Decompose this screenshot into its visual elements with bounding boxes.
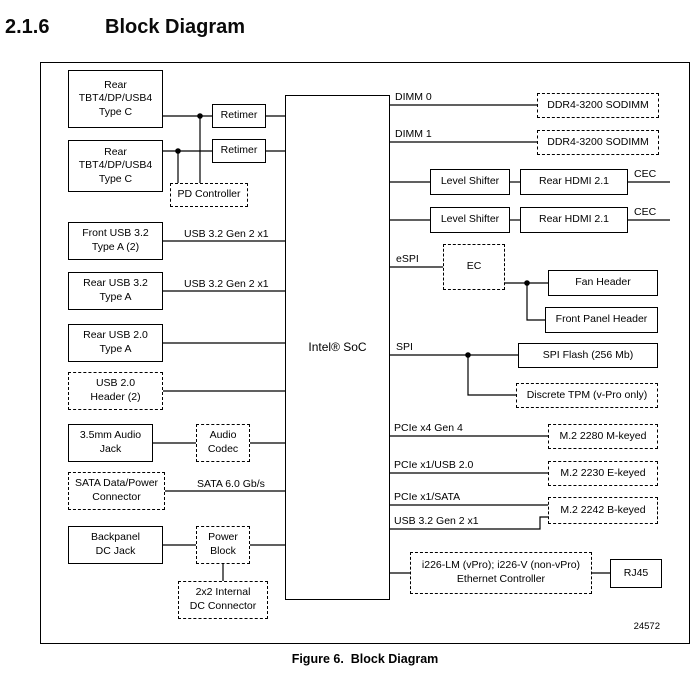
block-spi-flash: SPI Flash (256 Mb) xyxy=(518,343,658,368)
block-discrete-tpm: Discrete TPM (v-Pro only) xyxy=(516,383,658,408)
block-rear-usb20: Rear USB 2.0 Type A xyxy=(68,324,163,362)
wire-label-pcie-x1-usb: PCIe x1/USB 2.0 xyxy=(394,459,474,471)
wire-label-cec-2: CEC xyxy=(634,206,657,218)
block-power-block: Power Block xyxy=(196,526,250,564)
block-usb20-header: USB 2.0 Header (2) xyxy=(68,372,163,410)
block-m2-2230: M.2 2230 E-keyed xyxy=(548,461,658,486)
wire-label-pcie-x4: PCIe x4 Gen 4 xyxy=(394,422,463,434)
block-rear-usb32: Rear USB 3.2 Type A xyxy=(68,272,163,310)
block-rear-hdmi-1: Rear HDMI 2.1 xyxy=(520,169,628,195)
wire-label-spi: SPI xyxy=(396,341,413,353)
block-ethernet-controller: i226-LM (vPro); i226-V (non-vPro) Ethern… xyxy=(410,552,592,594)
block-fan-header: Fan Header xyxy=(548,270,658,296)
block-sodimm-1: DDR4-3200 SODIMM xyxy=(537,130,659,155)
wire-label-usb32-gen2-rear: USB 3.2 Gen 2 x1 xyxy=(184,278,269,290)
wire-label-dimm0: DIMM 0 xyxy=(395,91,432,103)
block-level-shifter-2: Level Shifter xyxy=(430,207,510,233)
wire-label-espi: eSPI xyxy=(396,253,419,265)
block-audio-jack: 3.5mm Audio Jack xyxy=(68,424,153,462)
wire-label-usb32-gen2-front: USB 3.2 Gen 2 x1 xyxy=(184,228,269,240)
wire-label-cec-1: CEC xyxy=(634,168,657,180)
block-front-panel-header: Front Panel Header xyxy=(545,307,658,333)
section-title: Block Diagram xyxy=(105,16,246,38)
block-2x2-dc-connector: 2x2 Internal DC Connector xyxy=(178,581,268,619)
block-intel-soc: Intel® SoC xyxy=(285,95,390,600)
block-m2-2280: M.2 2280 M-keyed xyxy=(548,424,658,449)
block-ec: EC xyxy=(443,244,505,290)
block-sodimm-0: DDR4-3200 SODIMM xyxy=(537,93,659,118)
block-rear-tbt-typec-1: Rear TBT4/DP/USB4 Type C xyxy=(68,70,163,128)
wire-label-sata6: SATA 6.0 Gb/s xyxy=(197,478,265,490)
block-audio-codec: Audio Codec xyxy=(196,424,250,462)
figure-caption: Figure 6. Block Diagram xyxy=(291,652,439,666)
wire-label-usb32-gen2-m2: USB 3.2 Gen 2 x1 xyxy=(394,515,479,527)
block-backpanel-dc-jack: Backpanel DC Jack xyxy=(68,526,163,564)
block-level-shifter-1: Level Shifter xyxy=(430,169,510,195)
block-retimer-1: Retimer xyxy=(212,104,266,128)
block-pd-controller: PD Controller xyxy=(170,183,248,207)
doc-number: 24572 xyxy=(633,621,660,632)
block-rear-tbt-typec-2: Rear TBT4/DP/USB4 Type C xyxy=(68,140,163,192)
block-rear-hdmi-2: Rear HDMI 2.1 xyxy=(520,207,628,233)
section-number: 2.1.6 xyxy=(5,16,50,38)
wire-label-dimm1: DIMM 1 xyxy=(395,128,432,140)
block-retimer-2: Retimer xyxy=(212,139,266,163)
block-rj45: RJ45 xyxy=(610,559,662,588)
block-front-usb32: Front USB 3.2 Type A (2) xyxy=(68,222,163,260)
block-m2-2242: M.2 2242 B-keyed xyxy=(548,497,658,524)
block-sata-connector: SATA Data/Power Connector xyxy=(68,472,165,510)
wire-label-pcie-x1-sata: PCIe x1/SATA xyxy=(394,491,461,503)
diagram-frame xyxy=(40,62,690,644)
